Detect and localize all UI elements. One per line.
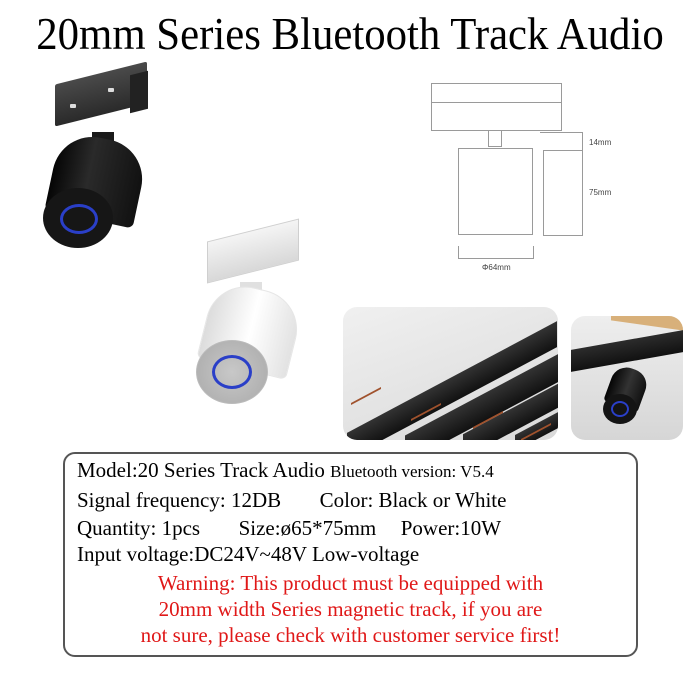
dim-line (533, 246, 534, 258)
spec-row-signal: Signal frequency: 12DB Color: Black or W… (77, 488, 506, 512)
drawing-body (458, 148, 533, 235)
blue-ring-icon (60, 204, 98, 234)
track-rail (571, 330, 683, 372)
installation-photo (571, 316, 683, 440)
warning-line-1: Warning: This product must be equipped w… (157, 571, 544, 595)
blue-ring-icon (212, 355, 252, 389)
dim-body-label: 75mm (589, 188, 612, 197)
voltage-text: Input voltage:DC24V~48V Low-voltage (77, 542, 420, 566)
slot-icon (70, 104, 76, 108)
drawing-adapter-body (431, 103, 562, 131)
blue-ring-icon (611, 401, 629, 417)
slot-icon (108, 88, 114, 92)
signal-text: Signal frequency: 12DB (77, 488, 282, 512)
track-adapter (207, 218, 299, 284)
dim-line (582, 132, 583, 235)
warning-line-2: 20mm width Series magnetic track, if you… (158, 597, 543, 621)
warning-line-3: not sure, please check with customer ser… (140, 623, 561, 647)
size-text: Size:ø65*75mm (238, 516, 377, 540)
copper-strip (351, 387, 381, 405)
drawing-adapter-top (431, 83, 562, 103)
color-text: Color: Black or White (319, 488, 507, 512)
model-text: Model:20 Series Track Audio (77, 458, 325, 482)
spec-row-quantity: Quantity: 1pcs Size:ø65*75mm Power:10W (77, 516, 501, 540)
track-adapter-end (130, 70, 148, 114)
dim-line (543, 150, 583, 151)
dim-line (458, 258, 534, 259)
dim-line (543, 150, 544, 235)
power-text: Power:10W (400, 516, 502, 540)
spec-row-model: Model:20 Series Track Audio Bluetooth ve… (77, 458, 494, 484)
rails-photo (343, 307, 558, 440)
drawing-neck (488, 131, 502, 147)
dim-neck-label: 14mm (589, 138, 612, 147)
dim-diameter-label: Φ64mm (482, 263, 511, 272)
quantity-text: Quantity: 1pcs (77, 516, 201, 540)
bluetooth-text: Bluetooth version: V5.4 (330, 462, 494, 481)
spec-box (63, 452, 638, 657)
ceiling-wood (611, 316, 683, 332)
dim-line (540, 132, 583, 133)
dim-line (458, 246, 459, 258)
dim-line (543, 235, 583, 236)
page-title: 20mm Series Bluetooth Track Audio (36, 8, 664, 59)
